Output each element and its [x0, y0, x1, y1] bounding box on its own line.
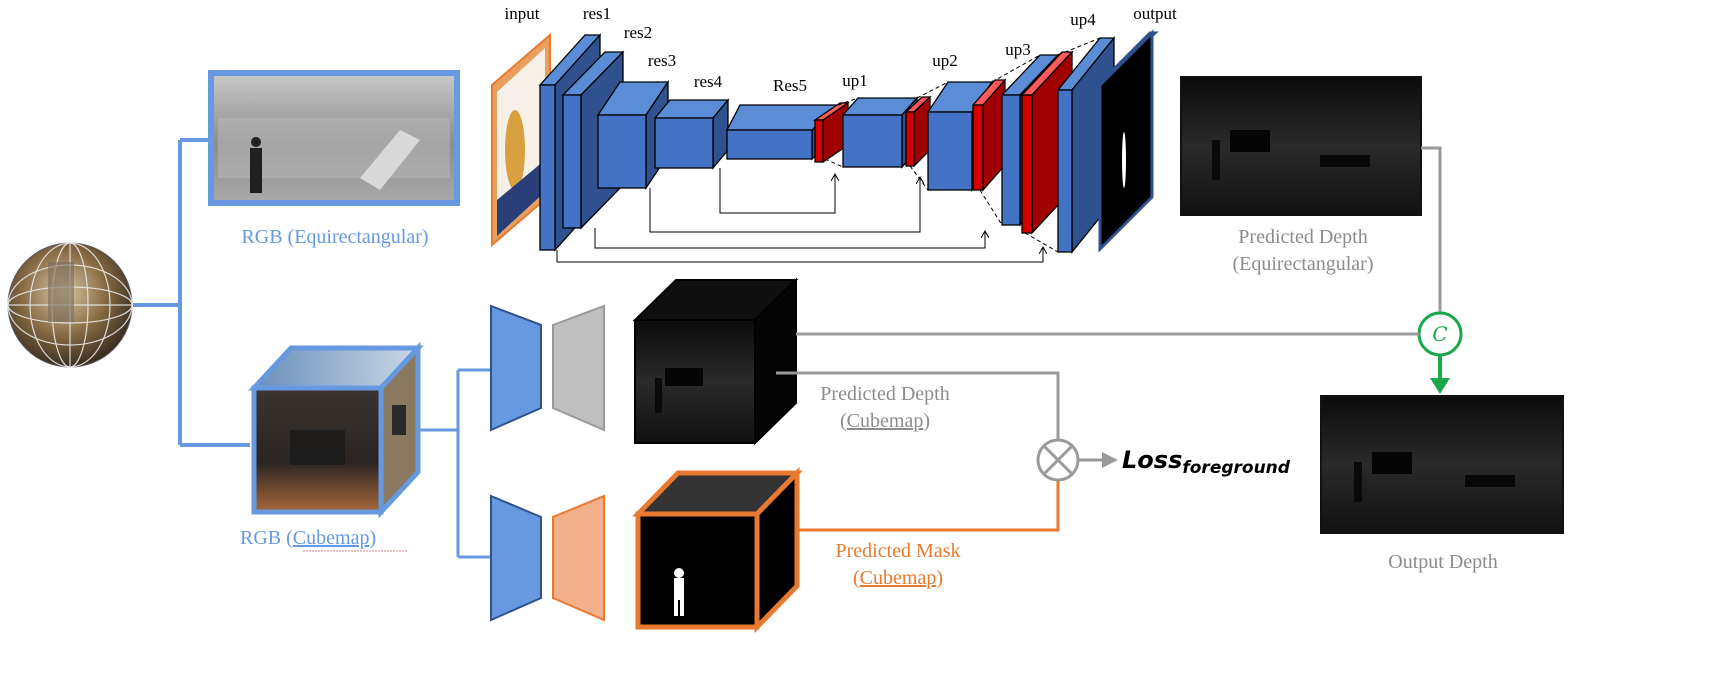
encoder-decoder-network [491, 29, 1159, 254]
output-layer [1094, 29, 1159, 253]
rgb-cubemap-image [248, 341, 424, 519]
upsample-dashes [824, 37, 1101, 253]
pred-depth-cube-label-1: Predicted Depth [820, 383, 949, 405]
mask-to-multiply-line [797, 480, 1060, 532]
loss-arrow-head [1102, 452, 1118, 468]
pred-depth-cube-label-2-word: Cubemap [847, 410, 924, 432]
label-res4: res4 [694, 72, 723, 91]
label-res5: Res5 [773, 76, 807, 95]
label-res1: res1 [583, 4, 611, 23]
mask-encoder [490, 494, 542, 622]
rgb-cubemap-label-prefix: RGB ( [240, 527, 293, 549]
label-up1: up1 [842, 71, 868, 90]
cube-depth-to-multiply-line [776, 371, 1060, 440]
concat-arrow-head [1430, 378, 1450, 394]
loss-foreground-label: Lossforeground [1122, 446, 1291, 478]
pred-mask-label-1: Predicted Mask [836, 540, 961, 562]
output-depth-image [1320, 395, 1564, 534]
mask-decoder [552, 494, 605, 622]
depth-decoder [552, 304, 605, 432]
rgb-equirect-label: RGB (Equirectangular) [241, 226, 428, 248]
pred-depth-equirect-image [1180, 76, 1422, 216]
pred-mask-label-2-suffix: ) [936, 567, 943, 589]
pred-mask-label-2-prefix: ( [853, 567, 860, 589]
pred-depth-cube-label-2-prefix: ( [840, 410, 847, 432]
label-res3: res3 [648, 51, 676, 70]
sphere-image-icon [7, 242, 133, 368]
pred-mask-cube [632, 466, 803, 634]
depth-encoder [490, 304, 542, 432]
rgb-cubemap-label-suffix: ) [369, 527, 376, 549]
label-input: input [505, 4, 540, 23]
pred-mask-label-2-word: Cubemap [860, 567, 937, 589]
layer-labels: input res1 res2 res3 res4 Res5 up1 up2 u… [505, 4, 1177, 95]
pred-depth-cube-label-2-suffix: ) [923, 410, 930, 432]
pred-depth-equirect-label-1: Predicted Depth [1238, 226, 1367, 248]
output-depth-label: Output Depth [1388, 551, 1497, 573]
person-silhouette-icon [674, 568, 684, 616]
res4-block [653, 98, 730, 170]
branch-lines [133, 138, 250, 447]
equirect-to-concat-line [1421, 146, 1442, 314]
label-up4: up4 [1070, 10, 1096, 29]
rgb-equirect-image [208, 70, 460, 206]
rgb-cubemap-label: RGB (Cubemap) [240, 527, 376, 549]
cube-branch-lines [420, 368, 490, 559]
up3-concat-red [971, 78, 1007, 192]
multiply-icon [1036, 438, 1080, 482]
label-res2: res2 [624, 23, 652, 42]
loss-sub-text: foreground [1182, 458, 1290, 478]
label-output: output [1133, 4, 1177, 23]
pred-depth-cube [632, 277, 799, 446]
input-layer [491, 32, 551, 248]
skip-connections [556, 168, 1043, 263]
concat-symbol: C [1432, 322, 1447, 346]
rgb-cubemap-label-word: Cubemap [293, 527, 370, 549]
label-up2: up2 [932, 51, 958, 70]
pred-depth-cube-label-2: (Cubemap) [840, 410, 930, 432]
loss-main-text: Loss [1122, 446, 1182, 474]
pred-mask-label-2: (Cubemap) [853, 567, 943, 589]
concat-icon: C [1417, 311, 1463, 357]
label-up3: up3 [1005, 40, 1031, 59]
pred-depth-equirect-label-2: (Equirectangular) [1232, 253, 1373, 275]
